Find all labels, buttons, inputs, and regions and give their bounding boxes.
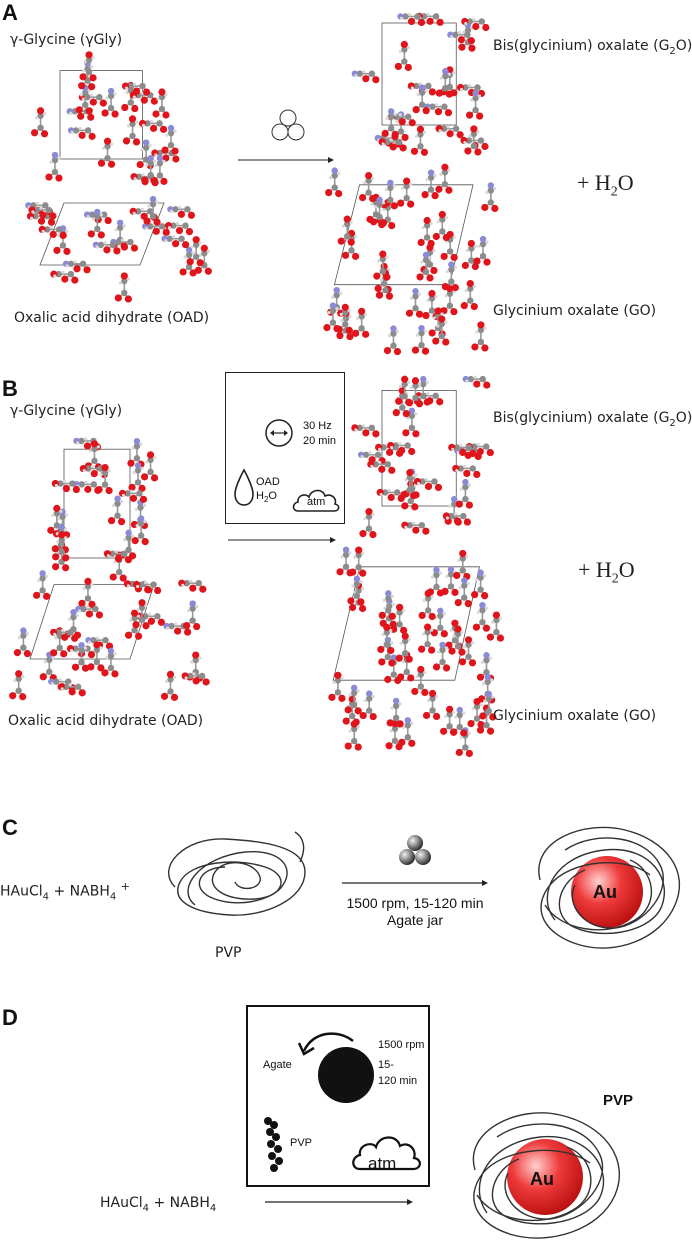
water-product: + H2O bbox=[577, 170, 634, 200]
g2o-crystal-structure bbox=[351, 12, 490, 156]
pvp-coil bbox=[168, 831, 306, 916]
frequency-value: 30 Hz bbox=[303, 420, 332, 432]
panel-label: D bbox=[2, 1005, 18, 1030]
atmosphere-label: atm bbox=[368, 1154, 397, 1173]
reactants-label: HAuCl4 + NABH4 + bbox=[0, 880, 130, 903]
panel-d: D Agate 1500 rpm 15- 120 min PVP atm bbox=[0, 995, 692, 1255]
rotation-arrow-icon bbox=[297, 1032, 354, 1056]
oad-crystal-structure bbox=[25, 195, 212, 303]
pvp-label: PVP bbox=[215, 945, 242, 961]
conditions-box: Agate 1500 rpm 15- 120 min PVP atm bbox=[246, 1005, 430, 1187]
g2o-crystal-structure bbox=[351, 375, 494, 539]
reactant-glycine-label: γ-Glycine (γGly) bbox=[10, 403, 123, 419]
speed-value: 1500 rpm bbox=[378, 1039, 425, 1051]
pvp-chain-icon bbox=[264, 1117, 283, 1172]
product-go-label: Glycinium oxalate (GO) bbox=[493, 303, 657, 319]
glycine-crystal-structure bbox=[30, 51, 180, 187]
agate-ball bbox=[318, 1047, 374, 1103]
glycine-crystal-structure bbox=[47, 437, 159, 582]
panel-c: C HAuCl4 + NABH4 + PVP 1500 rpm, 15-120 … bbox=[0, 805, 692, 975]
reaction-arrow bbox=[265, 1199, 413, 1205]
reactants-label: HAuCl4 + NABH4 bbox=[100, 1195, 217, 1214]
pvp-product-label: PVP bbox=[603, 1092, 634, 1109]
product-g2o-label: Bis(glycinium) oxalate (G2O) bbox=[493, 38, 692, 57]
au-nanoparticle: Au bbox=[472, 1112, 620, 1239]
time-value-1: 15- bbox=[378, 1059, 394, 1071]
panel-label: B bbox=[2, 376, 18, 401]
panel-a: A γ-Glycine (γGly) Oxalic acid dihydrate… bbox=[0, 0, 692, 360]
liquid-oad-label: OAD bbox=[256, 476, 280, 488]
liquid-water-label: H2O bbox=[256, 490, 277, 505]
cloud-icon bbox=[352, 1136, 421, 1171]
cloud-icon bbox=[292, 489, 340, 512]
panel-b: B γ-Glycine (γGly) Oxalic acid dihydrate… bbox=[0, 370, 692, 770]
reaction-arrow bbox=[342, 880, 488, 886]
reactant-glycine-label: γ-Glycine (γGly) bbox=[10, 32, 123, 48]
agate-label: Agate bbox=[263, 1059, 292, 1071]
reactant-oad-label: Oxalic acid dihydrate (OAD) bbox=[14, 310, 210, 326]
reaction-arrow bbox=[238, 157, 334, 163]
conditions-box: 30 Hz 20 min OAD H2O atm bbox=[225, 372, 345, 524]
pvp-box-label: PVP bbox=[290, 1137, 313, 1149]
oad-crystal-structure bbox=[9, 570, 210, 701]
go-crystal-structure bbox=[323, 163, 499, 356]
water-product: + H2O bbox=[578, 557, 635, 587]
go-crystal-structure bbox=[328, 546, 505, 758]
au-label: Au bbox=[530, 1169, 554, 1189]
atmosphere-label: atm bbox=[307, 496, 326, 508]
panel-label: C bbox=[2, 815, 18, 840]
product-g2o-label: Bis(glycinium) oxalate (G2O) bbox=[493, 410, 692, 429]
balls-icon bbox=[399, 835, 431, 865]
product-go-label: Glycinium oxalate (GO) bbox=[493, 708, 657, 724]
reactant-oad-label: Oxalic acid dihydrate (OAD) bbox=[8, 713, 204, 729]
condition-jar: Agate jar bbox=[386, 912, 444, 928]
au-nanoparticle: Au bbox=[538, 826, 681, 949]
au-label: Au bbox=[593, 882, 617, 902]
panel-label: A bbox=[2, 0, 18, 25]
shaking-icon bbox=[265, 419, 293, 447]
ball-mill-icon bbox=[271, 109, 305, 141]
time-value-2: 120 min bbox=[378, 1075, 418, 1087]
liquid-drop-icon bbox=[234, 468, 254, 506]
duration-value: 20 min bbox=[303, 435, 337, 447]
condition-speed-time: 1500 rpm, 15-120 min bbox=[346, 895, 484, 911]
reaction-arrow bbox=[228, 537, 336, 543]
